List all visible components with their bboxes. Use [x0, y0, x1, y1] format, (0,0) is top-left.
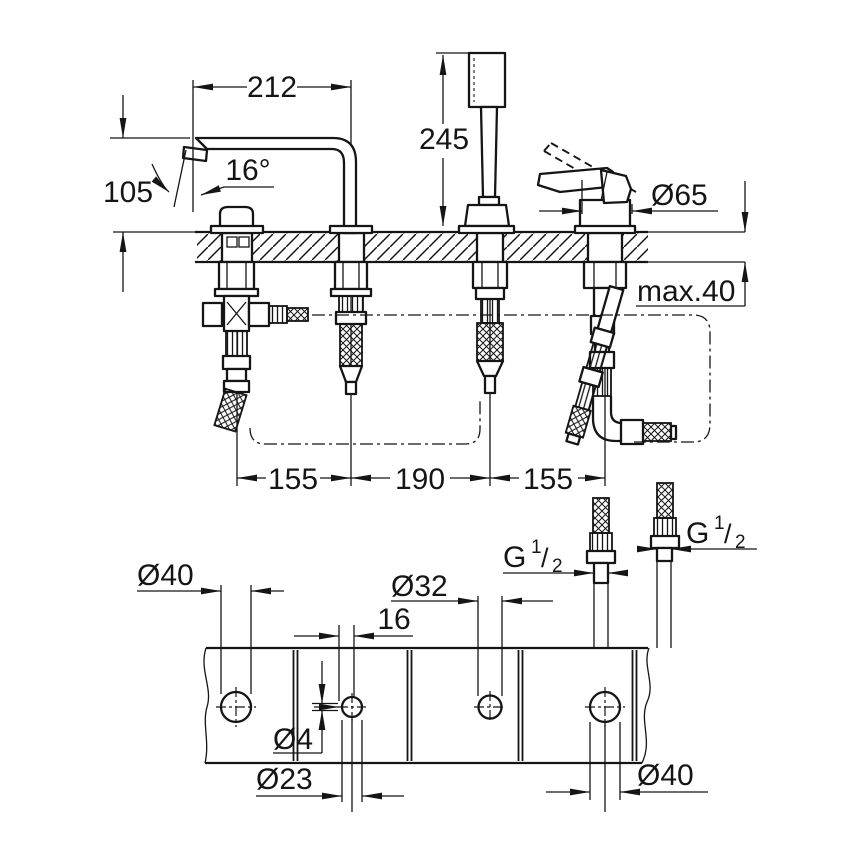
dimensions: 212 245 105 16° Ø65 max.40 155: [103, 52, 757, 800]
thread-right-numerator: 1: [714, 513, 725, 534]
thread-right-denominator: 2: [735, 532, 746, 553]
dim-spacing-middle-label: 190: [395, 463, 445, 496]
thread-left-slash: /: [541, 543, 549, 573]
break-line-right: [641, 647, 651, 764]
dim-hole-diverter-label: Ø40: [137, 559, 194, 592]
dim-spacing-right-label: 155: [523, 463, 573, 496]
dim-spacing-left-label: 155: [268, 463, 318, 496]
fixture-spout: [181, 136, 374, 396]
dim-pin-offset-label: 16: [377, 603, 410, 636]
thread-left-numerator: 1: [531, 537, 542, 558]
thread-right-slash: /: [724, 519, 732, 549]
dim-spout-angle-label: 16°: [225, 154, 270, 187]
dim-spout-reach-label: 212: [247, 71, 297, 104]
fixture-handshower: [457, 51, 516, 395]
thread-left-denominator: 2: [552, 556, 563, 577]
thread-right-base: G: [686, 517, 709, 550]
dim-hole-shower-label: Ø32: [391, 570, 448, 603]
hose-routing: [249, 314, 711, 445]
fixture-diverter: [201, 205, 309, 433]
plan-view: [203, 585, 651, 812]
break-line-left: [203, 647, 210, 764]
fixture-valve: [536, 142, 678, 446]
thread-left-base: G: [503, 541, 526, 574]
dim-hole-valve-label: Ø40: [637, 759, 694, 792]
supply-tail-right: [649, 482, 681, 648]
dim-pin-diameter-label: Ø4: [273, 723, 313, 756]
dim-spout-height-label: 105: [103, 176, 153, 209]
dim-shower-height-label: 245: [419, 123, 469, 156]
dim-deck-thickness-label: max.40: [637, 275, 735, 308]
dim-handle-diameter-label: Ø65: [651, 179, 708, 212]
dim-hole-spout-label: Ø23: [256, 763, 313, 796]
spout-aerator: [181, 145, 209, 163]
deck-section: [113, 230, 745, 264]
